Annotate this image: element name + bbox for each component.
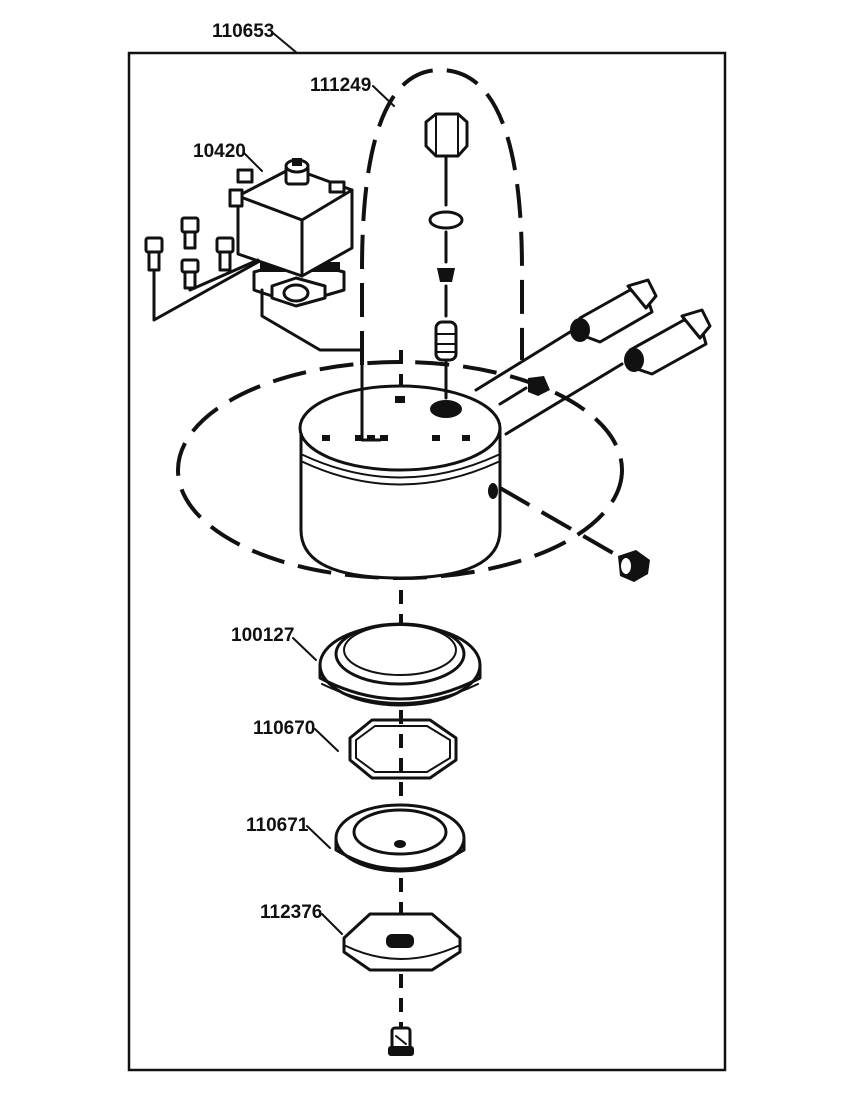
svg-text:110670: 110670 [253,718,315,739]
label-seal-ring: 110671 [246,815,331,849]
cap-washer [428,210,464,264]
side-plug [618,550,650,582]
shower-disc [342,912,462,972]
ring-outer [318,622,482,707]
diagram-frame [127,51,727,1072]
cap-nut [424,112,469,207]
gasket [348,718,458,780]
seal-ring [334,803,466,873]
solenoid-screws [144,216,260,322]
label-gasket: 110670 [253,718,339,752]
svg-text:100127: 100127 [231,625,294,646]
group-body [298,384,502,580]
svg-text:10420: 10420 [193,141,246,162]
label-ring-outer: 100127 [231,625,317,661]
check-valve [437,268,455,318]
solenoid-valve [228,158,382,442]
side-small-fitting [498,376,550,406]
svg-text:111249: 111249 [310,75,371,96]
side-fitting-upper [474,278,658,392]
label-cap-group: 111249 [310,75,395,107]
label-assembly: 110653 [212,21,298,54]
side-fitting-lower [504,308,712,436]
svg-text:110671: 110671 [246,815,309,836]
bottom-screw [388,1026,414,1056]
svg-text:110653: 110653 [212,21,274,42]
label-shower-disc: 112376 [260,902,343,935]
spring-fitting [434,320,458,400]
label-solenoid-valve: 10420 [193,141,263,172]
svg-text:112376: 112376 [260,902,322,923]
